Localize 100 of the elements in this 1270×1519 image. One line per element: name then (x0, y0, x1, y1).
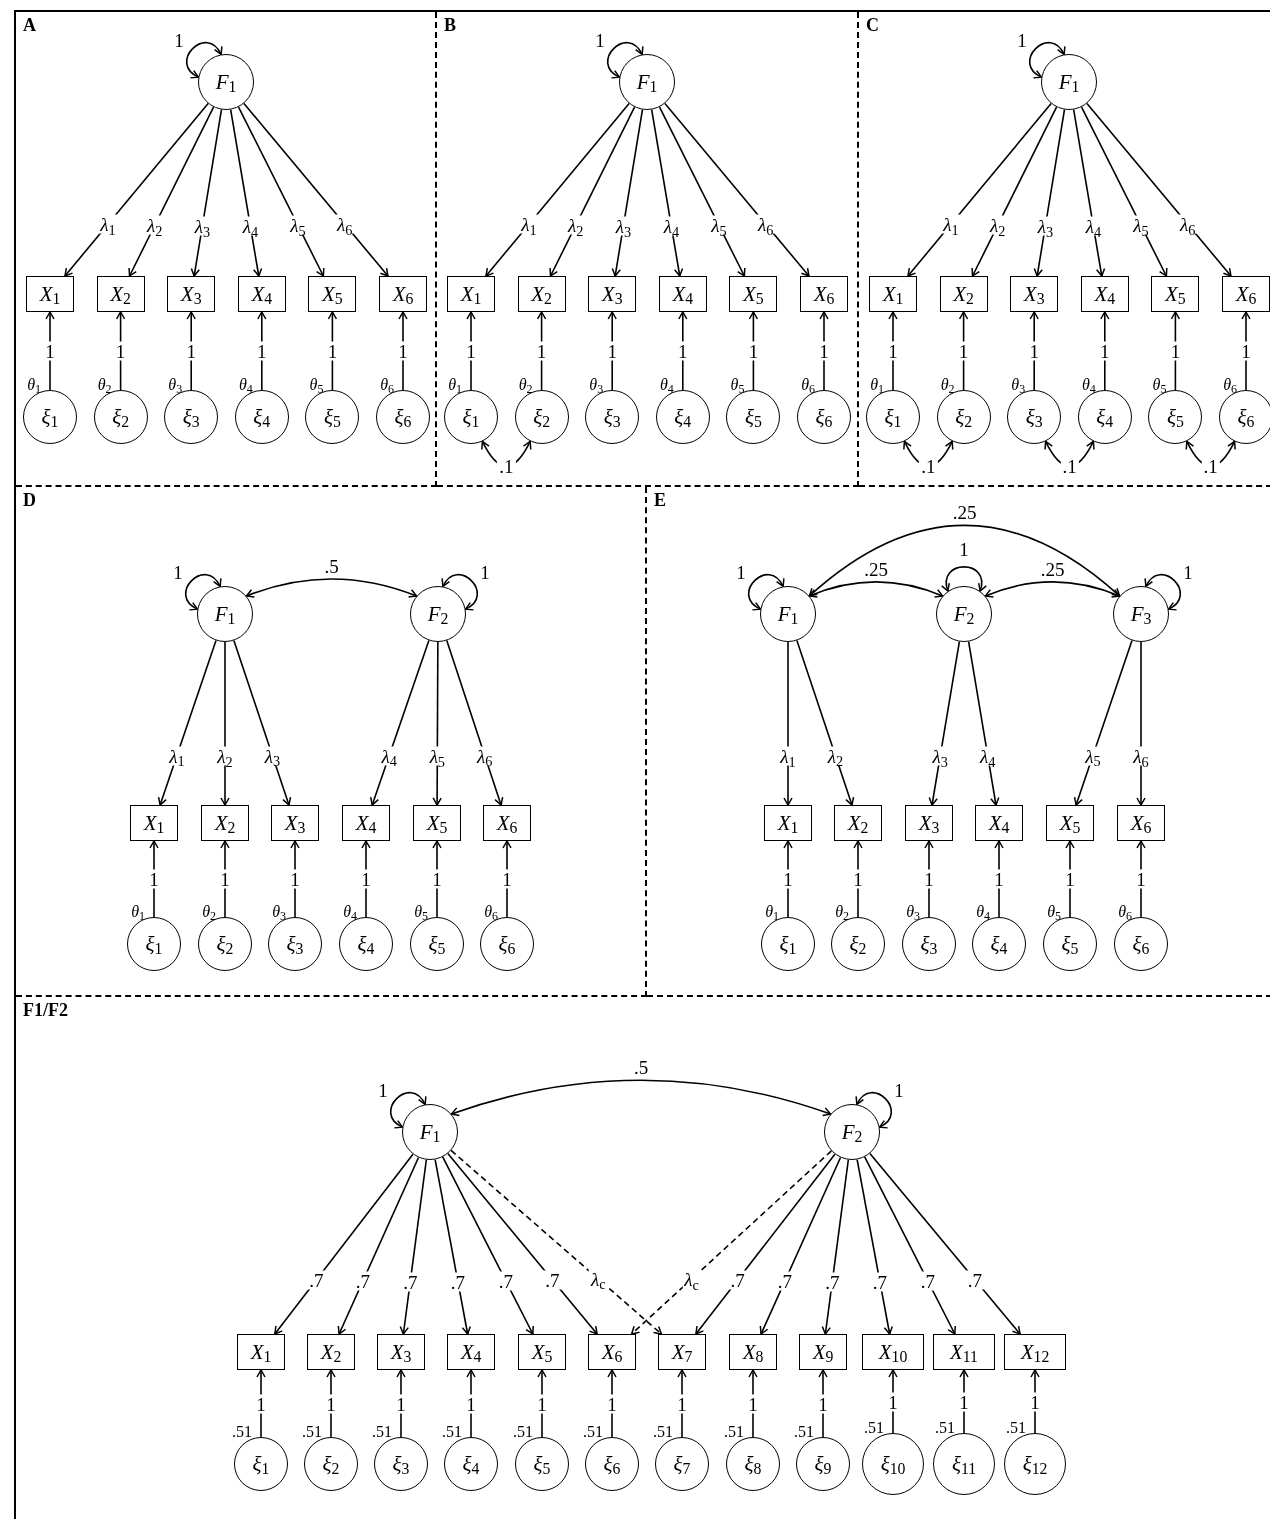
parameter-label: θ$_{5}$ (1152, 377, 1167, 393)
parameter-label: .51 (724, 1424, 744, 1440)
arrow (869, 1152, 1021, 1335)
edge-label: 1 (43, 341, 57, 361)
edge-label: λ$_{1}$ (778, 746, 798, 766)
self-loop-arrow (442, 573, 479, 610)
parameter-label: θ$_{5}$ (414, 904, 428, 920)
parameter-label: θ$_{2}$ (518, 377, 533, 393)
variable-label: X$_{4}$ (460, 1341, 482, 1363)
edge-label: 1 (394, 1394, 408, 1413)
observed-variable-box (167, 276, 216, 312)
edge-label: 1 (992, 869, 1006, 889)
variable-label: ξ$_{6}$ (498, 933, 516, 955)
variable-label: X$_{5}$ (743, 283, 764, 305)
edge-label: 1 (817, 341, 831, 361)
variable-label: F$_{1}$ (419, 1121, 441, 1143)
parameter-label: .51 (583, 1424, 603, 1440)
parameter-label: θ$_{3}$ (589, 377, 604, 393)
dashed-arrow (450, 1149, 663, 1335)
variable-label: X$_{5}$ (1165, 283, 1186, 305)
observed-variable-box (834, 805, 882, 841)
edge-label: λ$_{4}$ (379, 746, 399, 766)
observed-variable-box (1117, 805, 1165, 841)
variable-label: X$_{6}$ (1130, 812, 1152, 834)
edge-label: λ$_{1}$ (519, 214, 539, 234)
variable-label: ξ$_{5}$ (1061, 933, 1079, 955)
variable-label: ξ$_{11}$ (951, 1453, 977, 1475)
observed-variable-box (588, 1334, 636, 1370)
parameter-label: θ$_{4}$ (1081, 377, 1096, 393)
edge-label: 1 (288, 869, 302, 889)
variable-label: X$_{3}$ (1023, 283, 1045, 305)
arrow (485, 102, 630, 277)
edge-label: λ$_{2}$ (825, 746, 846, 766)
edge-label: 1 (1028, 1392, 1042, 1411)
edge-label: 1 (430, 869, 444, 889)
edge-label: λ$_{2}$ (215, 746, 235, 766)
variable-label: ξ$_{4}$ (990, 933, 1008, 955)
edge-label: 1 (1063, 869, 1077, 889)
edge-label: λ$_{1}$ (167, 746, 187, 766)
variable-label: ξ$_{12}$ (1022, 1453, 1048, 1475)
variable-label: ξ$_{5}$ (744, 406, 762, 428)
parameter-label: θ$_{2}$ (202, 904, 216, 920)
edge-label: λ$_{4}$ (1083, 216, 1103, 236)
edge-label: 1 (676, 341, 690, 361)
arrow (229, 108, 263, 277)
variable-label: ξ$_{6}$ (1237, 406, 1255, 428)
edge-label: 1 (255, 341, 269, 361)
edge-label: 1 (851, 869, 865, 889)
parameter-label: θ$_{4}$ (343, 904, 357, 920)
variable-label: X$_{8}$ (742, 1341, 764, 1363)
observed-variable-box (307, 1334, 355, 1370)
edge-label: λ$_{3}$ (613, 216, 633, 236)
edge-label: .7 (401, 1272, 420, 1292)
variable-label: ξ$_{3}$ (603, 406, 621, 428)
edge-label: 1 (359, 869, 373, 889)
observed-variable-box (377, 1334, 425, 1370)
observed-variable-box (237, 1334, 285, 1370)
observed-variable-box (764, 805, 812, 841)
edge-label: 1 (886, 341, 900, 361)
self-loop-arrow (185, 41, 222, 78)
variable-label: ξ$_{6}$ (394, 406, 412, 428)
arrow (1072, 108, 1106, 277)
variable-label: ξ$_{4}$ (253, 406, 271, 428)
observed-variable-box (729, 1334, 777, 1370)
parameter-label: θ$_{6}$ (1118, 904, 1132, 920)
variable-label: X$_{1}$ (460, 283, 482, 305)
variable-label: ξ$_{1}$ (884, 406, 902, 428)
variable-label: X$_{5}$ (1059, 812, 1081, 834)
parameter-label: .51 (513, 1424, 533, 1440)
arrow (664, 102, 810, 277)
edge-label: λ$_{4}$ (661, 216, 681, 236)
variable-label: F$_{3}$ (1130, 603, 1152, 625)
variable-label: X$_{1}$ (882, 283, 904, 305)
edge-label: λ$_{1}$ (941, 214, 961, 234)
variable-label: ξ$_{1}$ (41, 406, 59, 428)
parameter-label: .51 (653, 1424, 673, 1440)
parameter-label: .51 (302, 1424, 322, 1440)
observed-variable-box (1010, 276, 1059, 312)
observed-variable-box (517, 276, 566, 312)
variable-label: ξ$_{4}$ (674, 406, 692, 428)
variable-label: ξ$_{1}$ (462, 406, 480, 428)
parameter-label: θ$_{2}$ (97, 377, 112, 393)
parameter-label: θ$_{2}$ (835, 904, 849, 920)
arrow (237, 106, 325, 277)
parameter-label: θ$_{4}$ (659, 377, 674, 393)
observed-variable-box (1151, 276, 1200, 312)
panel-label: F1/F2 (23, 1001, 68, 1019)
edge-label: λ$_{3}$ (192, 216, 212, 236)
panel-label: E (654, 491, 666, 509)
panel-label: B (444, 16, 456, 34)
parameter-label: θ$_{6}$ (484, 904, 498, 920)
arrow (856, 1158, 894, 1335)
observed-variable-box (237, 276, 286, 312)
edge-label: λ$_{6}$ (475, 746, 495, 766)
arrow (128, 106, 215, 277)
edge-label: λ$_{2}$ (566, 215, 586, 235)
variable-label: F$_{2}$ (953, 603, 975, 625)
variable-label: ξ$_{10}$ (880, 1453, 906, 1475)
variable-label: X$_{3}$ (180, 283, 202, 305)
panel (437, 12, 859, 487)
